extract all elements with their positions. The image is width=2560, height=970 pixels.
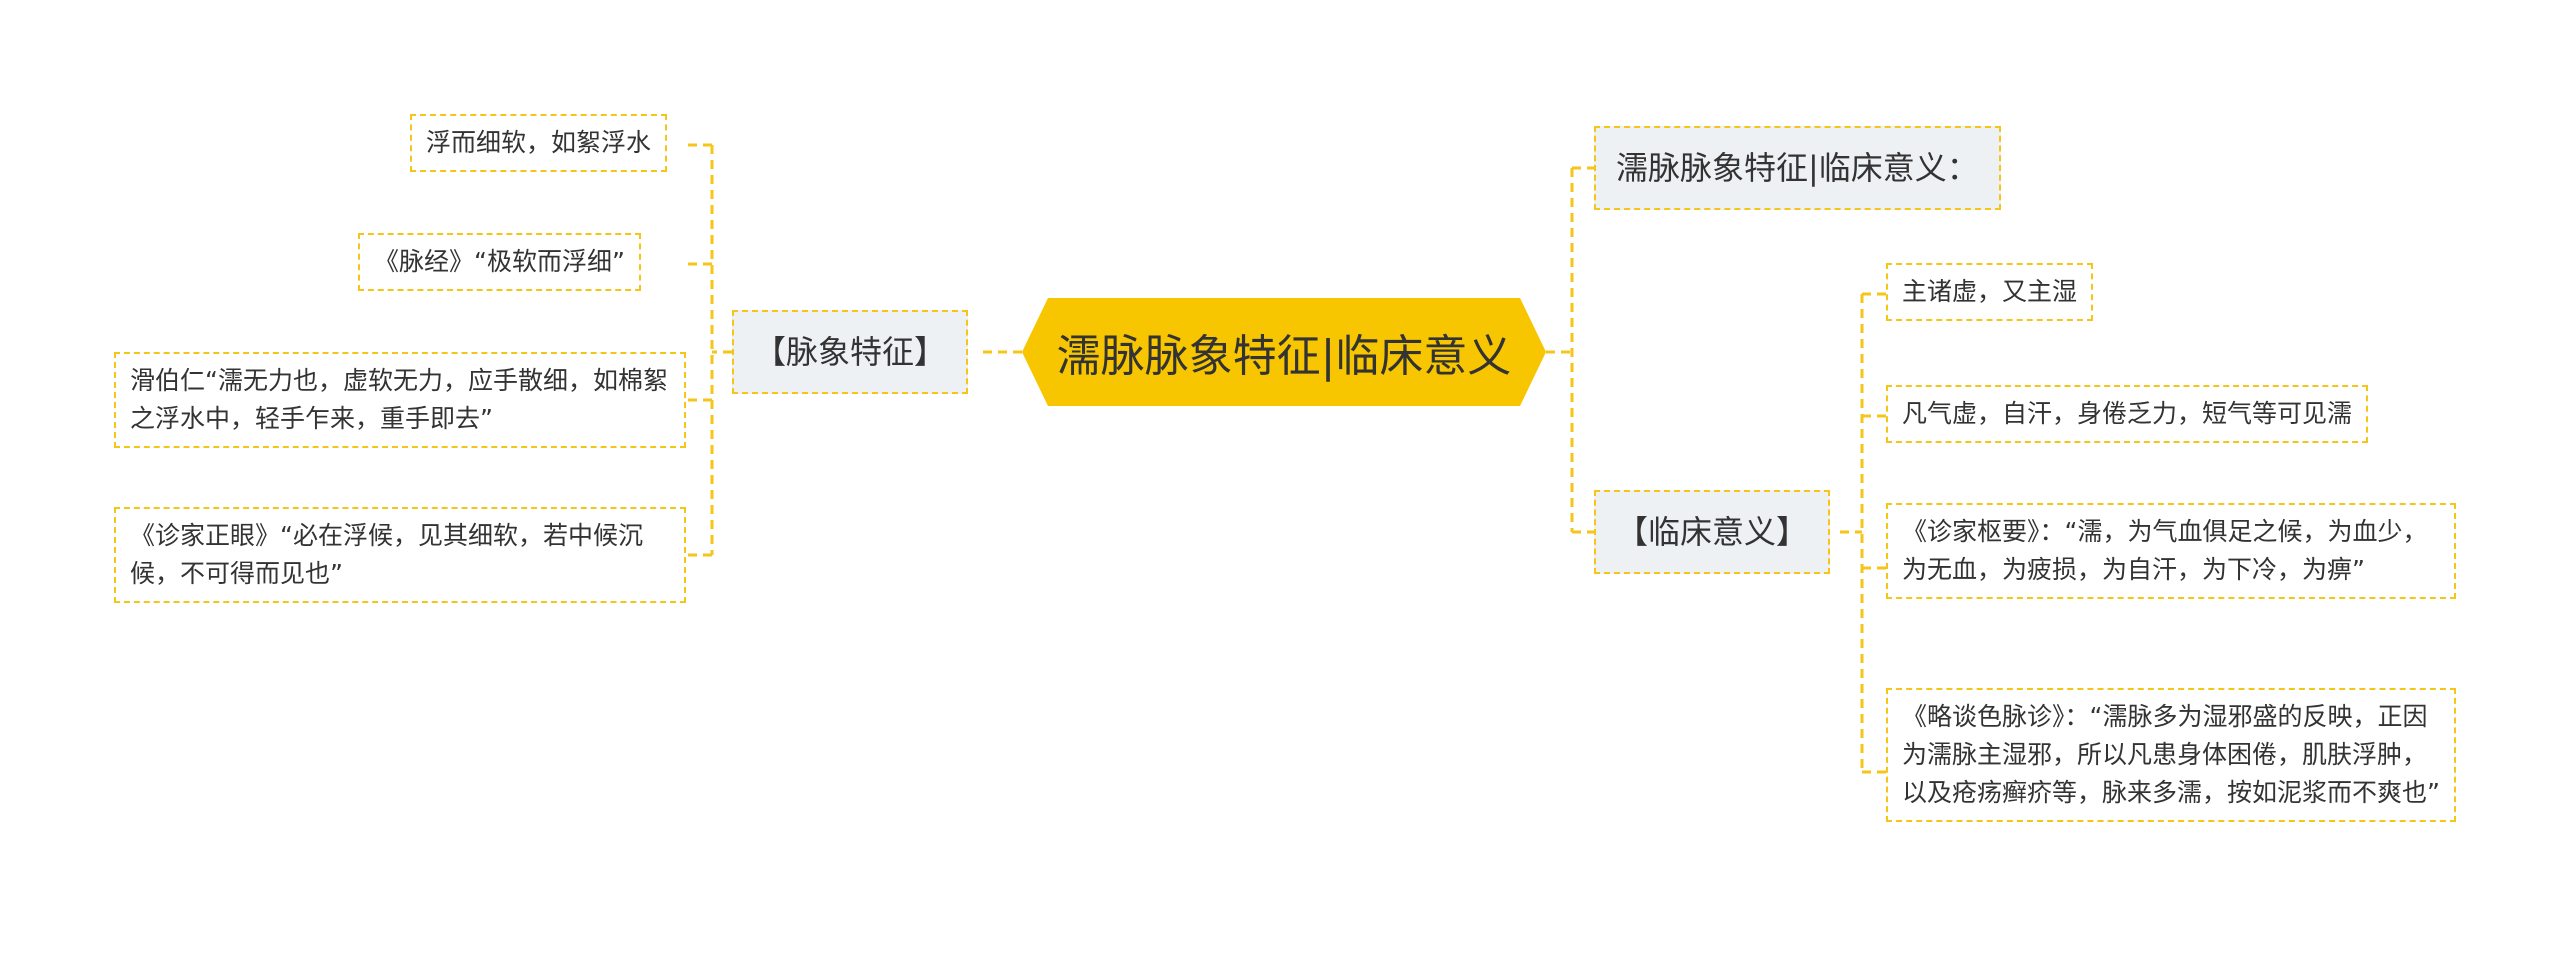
left-leaf-2[interactable]: 《脉经》“极软而浮细” (358, 233, 641, 291)
branch-pulse-features-label: 【脉象特征】 (754, 333, 947, 371)
branch-pulse-features[interactable]: 【脉象特征】 (732, 310, 969, 394)
left-leaf-3[interactable]: 滑伯仁“濡无力也，虚软无力，应手散细，如棉絮之浮水中，轻手乍来，重手即去” (114, 352, 686, 448)
right-leaf-4-text: 《略谈色脉诊》：“濡脉多为湿邪盛的反映，正因为濡脉主湿邪，所以凡患身体困倦，肌肤… (1902, 702, 2440, 807)
left-leaf-1-text: 浮而细软，如絮浮水 (426, 128, 652, 157)
right-leaf-3[interactable]: 《诊家枢要》：“濡，为气血俱足之候，为血少，为无血，为疲损，为自汗，为下冷，为痹… (1886, 503, 2456, 599)
root-topic[interactable]: 濡脉脉象特征|临床意义 (1022, 298, 1546, 406)
root-topic-label: 濡脉脉象特征|临床意义 (1056, 331, 1512, 382)
left-leaf-4[interactable]: 《诊家正眼》“必在浮候，见其细软，若中候沉候，不可得而见也” (114, 507, 686, 603)
left-leaf-1[interactable]: 浮而细软，如絮浮水 (410, 114, 668, 172)
branch-title-repeat-label: 濡脉脉象特征|临床意义： (1616, 149, 1979, 187)
right-leaf-1[interactable]: 主诸虚，又主湿 (1886, 263, 2094, 321)
right-leaf-3-text: 《诊家枢要》：“濡，为气血俱足之候，为血少，为无血，为疲损，为自汗，为下冷，为痹… (1902, 517, 2428, 584)
right-leaf-2-text: 凡气虚，自汗，身倦乏力，短气等可见濡 (1902, 399, 2353, 428)
right-leaf-2[interactable]: 凡气虚，自汗，身倦乏力，短气等可见濡 (1886, 385, 2369, 443)
branch-clinical-significance-label: 【临床意义】 (1616, 513, 1809, 551)
left-leaf-3-text: 滑伯仁“濡无力也，虚软无力，应手散细，如棉絮之浮水中，轻手乍来，重手即去” (130, 366, 668, 433)
left-leaf-2-text: 《脉经》“极软而浮细” (374, 247, 625, 276)
branch-clinical-significance[interactable]: 【临床意义】 (1594, 490, 1831, 574)
branch-title-repeat[interactable]: 濡脉脉象特征|临床意义： (1594, 126, 2001, 210)
right-leaf-1-text: 主诸虚，又主湿 (1902, 277, 2078, 306)
right-leaf-4[interactable]: 《略谈色脉诊》：“濡脉多为湿邪盛的反映，正因为濡脉主湿邪，所以凡患身体困倦，肌肤… (1886, 688, 2456, 822)
left-leaf-4-text: 《诊家正眼》“必在浮候，见其细软，若中候沉候，不可得而见也” (130, 521, 643, 588)
